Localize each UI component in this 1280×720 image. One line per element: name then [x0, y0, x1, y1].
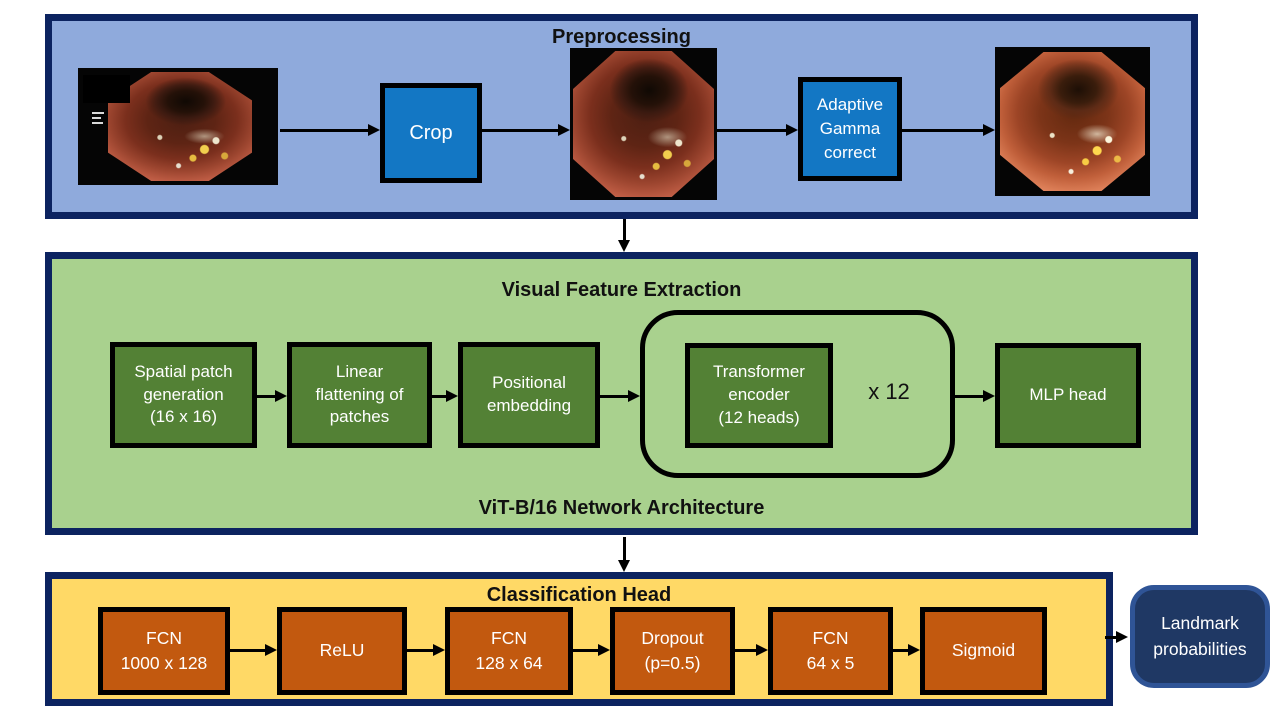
positional-embedding-box: Positional embedding — [458, 342, 600, 448]
arrow-to-output — [1105, 631, 1128, 643]
arrow-preprocessing-to-feature — [618, 219, 630, 252]
landmark-probabilities-box: Landmark probabilities — [1130, 585, 1270, 688]
repeat-count-label: x 12 — [868, 379, 910, 404]
preprocessing-section: Preprocessing Crop Adaptive Gamma correc… — [45, 14, 1198, 219]
feature-extraction-title: Visual Feature Extraction — [501, 279, 742, 301]
arrow — [902, 124, 995, 136]
preprocessing-title: Preprocessing — [552, 26, 691, 48]
arrow — [893, 644, 920, 656]
arrow — [482, 124, 570, 136]
relu-box: ReLU — [277, 607, 407, 695]
arrow — [573, 644, 610, 656]
vit-architecture-label: ViT-B/16 Network Architecture — [478, 497, 765, 519]
classification-head-section: Classification Head FCN 1000 x 128 ReLU … — [45, 572, 1113, 706]
arrow — [432, 390, 458, 402]
endoscopy-photo — [1000, 52, 1145, 191]
cropped-endoscopy-image — [570, 48, 717, 200]
mlp-head-box: MLP head — [995, 343, 1141, 448]
dropout-box: Dropout (p=0.5) — [610, 607, 735, 695]
arrow — [280, 124, 380, 136]
gamma-correct-box: Adaptive Gamma correct — [798, 77, 902, 181]
arrow — [230, 644, 277, 656]
transformer-encoder-box: Transformer encoder (12 heads) — [685, 343, 833, 448]
fcn-1000x128-box: FCN 1000 x 128 — [98, 607, 230, 695]
camera-overlay-marks — [92, 112, 104, 127]
arrow — [735, 644, 768, 656]
feature-extraction-section: Visual Feature Extraction Spatial patch … — [45, 252, 1198, 535]
arrow — [717, 124, 798, 136]
linear-flattening-box: Linear flattening of patches — [287, 342, 432, 448]
arrow — [955, 390, 995, 402]
endoscopy-photo — [108, 72, 252, 181]
crop-box: Crop — [380, 83, 482, 183]
transformer-repeat-group: Transformer encoder (12 heads) x 12 — [640, 310, 955, 478]
arrow — [407, 644, 445, 656]
gamma-corrected-endoscopy-image — [995, 47, 1150, 196]
fcn-128x64-box: FCN 128 x 64 — [445, 607, 573, 695]
fcn-64x5-box: FCN 64 x 5 — [768, 607, 893, 695]
sigmoid-box: Sigmoid — [920, 607, 1047, 695]
classification-head-title: Classification Head — [486, 584, 672, 606]
raw-endoscopy-image — [78, 68, 278, 185]
corner-mask — [83, 75, 130, 103]
spatial-patch-generation-box: Spatial patch generation (16 x 16) — [110, 342, 257, 448]
arrow — [257, 390, 287, 402]
arrow — [600, 390, 640, 402]
endoscopy-photo — [573, 51, 714, 197]
arrow-feature-to-classification — [618, 537, 630, 572]
